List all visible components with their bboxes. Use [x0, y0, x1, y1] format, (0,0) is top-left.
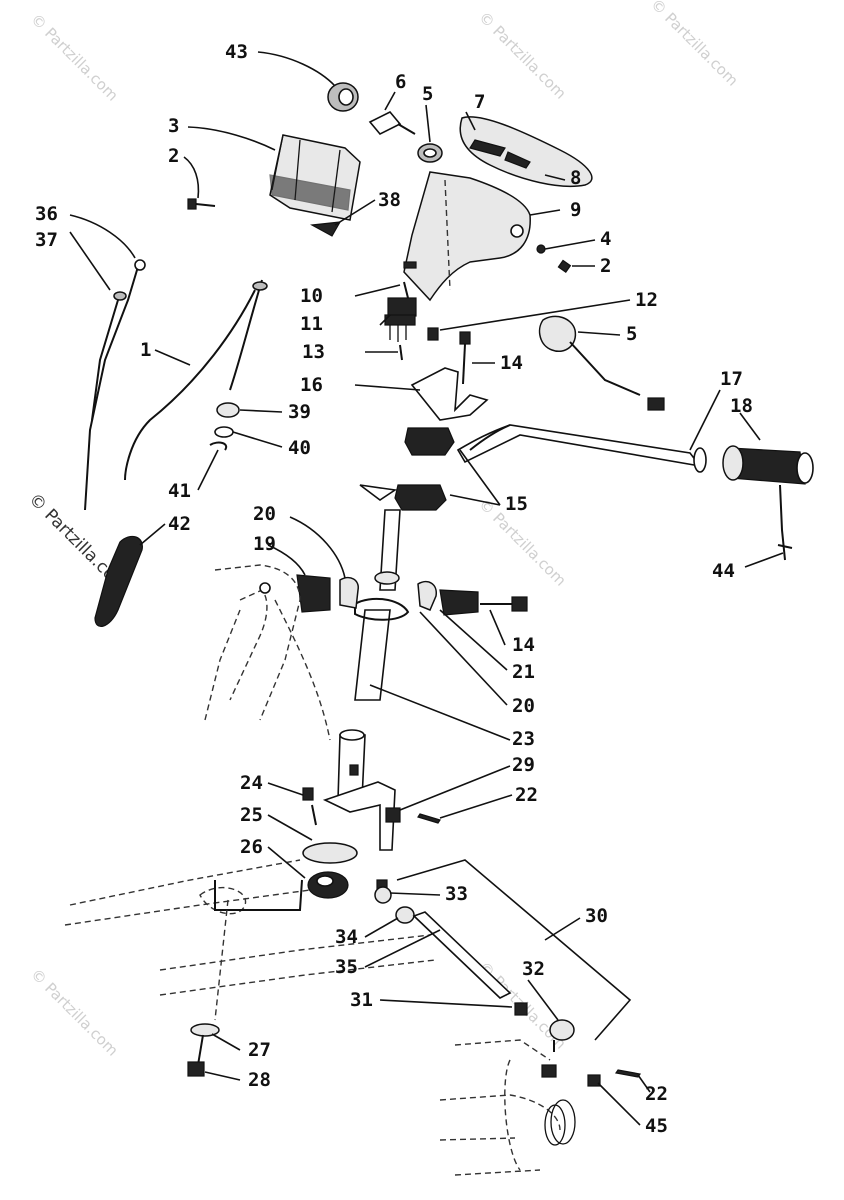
callout-23: 23 — [512, 728, 535, 750]
gauge-part — [269, 134, 361, 221]
callout-24: 24 — [240, 772, 263, 794]
callout-20-lower: 20 — [512, 695, 535, 717]
callout-21: 21 — [512, 661, 535, 683]
callout-26: 26 — [240, 836, 263, 858]
callout-5-switch: 5 — [626, 323, 637, 345]
callout-16: 16 — [300, 374, 323, 396]
callout-31: 31 — [350, 989, 373, 1011]
callout-36: 36 — [35, 203, 58, 225]
frame-outline-middle — [204, 564, 331, 741]
cotter-pin-lower-part — [614, 1069, 642, 1078]
callout-40: 40 — [288, 437, 311, 459]
grip-wire-part — [777, 484, 793, 561]
callout-30: 30 — [585, 905, 608, 927]
callout-33: 33 — [445, 883, 468, 905]
clamp-middle-part — [296, 574, 479, 616]
callout-29: 29 — [512, 754, 535, 776]
screw-top-left-part — [187, 198, 216, 210]
frame-outline-lower — [64, 859, 436, 996]
callout-17: 17 — [720, 368, 743, 390]
callout-15: 15 — [505, 493, 528, 515]
callout-39: 39 — [288, 401, 311, 423]
tie-rod-part — [374, 859, 632, 1052]
console-top-part — [459, 116, 593, 188]
cable-fasteners-part — [209, 402, 240, 451]
callout-labels: 43 6 5 7 3 2 8 38 9 36 37 4 2 10 12 11 5… — [35, 41, 753, 1137]
watermark-top-center: © Partzilla.com — [475, 8, 570, 103]
callout-34: 34 — [335, 926, 358, 948]
callout-12: 12 — [635, 289, 658, 311]
key-cap-part — [327, 82, 359, 112]
callout-42: 42 — [168, 513, 191, 535]
callout-22-upper: 22 — [515, 784, 538, 806]
cables-part — [84, 259, 268, 511]
lower-steering-post-part — [302, 729, 401, 899]
handlebar-switch-part — [538, 315, 665, 411]
watermark-top-left: © Partzilla.com — [27, 10, 122, 105]
spindle-outline-lower — [439, 1039, 601, 1176]
clamp-upper-part — [394, 427, 455, 511]
callout-13: 13 — [302, 341, 325, 363]
ignition-key-part — [368, 111, 416, 135]
callout-19: 19 — [253, 533, 276, 555]
key-switch-nut-part — [417, 143, 443, 163]
callout-45: 45 — [645, 1115, 668, 1137]
callout-4: 4 — [600, 228, 611, 250]
grip-part — [722, 445, 814, 485]
cotter-pin-upper-part — [417, 813, 441, 824]
callout-38: 38 — [378, 189, 401, 211]
callout-1: 1 — [140, 339, 151, 361]
callout-7: 7 — [474, 91, 485, 113]
callout-32: 32 — [522, 958, 545, 980]
bolt-middle-part — [480, 596, 528, 612]
callout-18: 18 — [730, 395, 753, 417]
washer-right-part — [536, 244, 572, 273]
watermark-top-right: © Partzilla.com — [647, 0, 742, 90]
callout-8: 8 — [570, 167, 581, 189]
callout-37: 37 — [35, 229, 58, 251]
callout-14-middle: 14 — [512, 634, 535, 656]
bolt-upper-part — [459, 331, 471, 385]
handlebar-part — [456, 424, 707, 473]
callout-6: 6 — [395, 71, 406, 93]
gauge-bracket-part — [310, 221, 342, 237]
callout-9: 9 — [570, 199, 581, 221]
steering-post-part — [354, 484, 410, 701]
callout-2-left: 2 — [168, 145, 179, 167]
callout-22-lower: 22 — [645, 1083, 668, 1105]
callout-14-upper: 14 — [500, 352, 523, 374]
callout-35: 35 — [335, 956, 358, 978]
callout-5-key: 5 — [422, 83, 433, 105]
bolt-lower-part — [187, 899, 229, 1077]
callout-3: 3 — [168, 115, 179, 137]
console-housing-part — [403, 171, 531, 302]
watermark-bottom-left: © Partzilla.com — [27, 965, 122, 1060]
callout-27: 27 — [248, 1039, 271, 1061]
bracket-plate-part — [410, 367, 489, 421]
callout-2-right: 2 — [600, 255, 611, 277]
callout-43: 43 — [225, 41, 248, 63]
callout-11: 11 — [300, 313, 323, 335]
callout-41: 41 — [168, 480, 191, 502]
rubber-boot-part — [94, 535, 143, 627]
callout-28: 28 — [248, 1069, 271, 1091]
callout-10: 10 — [300, 285, 323, 307]
leader-lines — [69, 51, 784, 1126]
callout-25: 25 — [240, 804, 263, 826]
switch-assembly-part — [384, 281, 439, 361]
callout-44: 44 — [712, 560, 735, 582]
callout-20-upper: 20 — [253, 503, 276, 525]
